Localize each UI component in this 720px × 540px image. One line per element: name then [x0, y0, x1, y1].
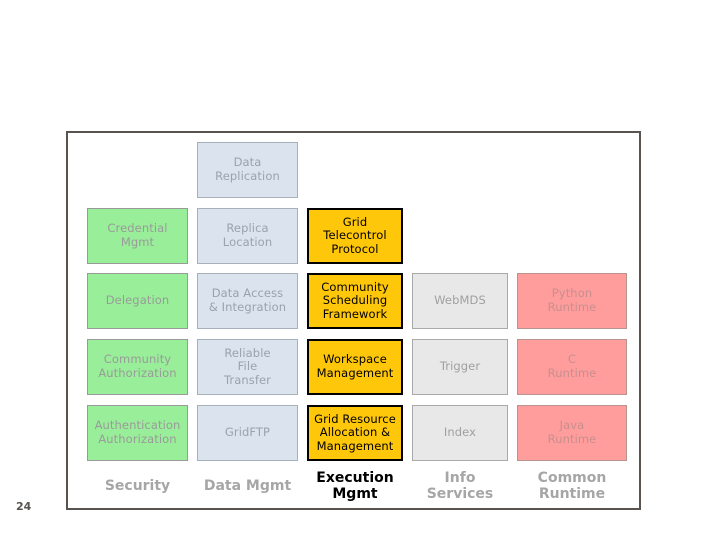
- service-box-data-access-integration[interactable]: Data Access& Integration: [197, 273, 298, 329]
- slide-page-number: 24: [16, 500, 32, 513]
- column-label-security: Security: [104, 477, 171, 494]
- column-label-data-mgmt: Data Mgmt: [203, 477, 292, 494]
- service-box-gridftp[interactable]: GridFTP: [197, 405, 298, 461]
- service-box-webmds[interactable]: WebMDS: [412, 273, 508, 329]
- service-box-delegation[interactable]: Delegation: [87, 273, 188, 329]
- service-box-index[interactable]: Index: [412, 405, 508, 461]
- service-box-trigger[interactable]: Trigger: [412, 339, 508, 395]
